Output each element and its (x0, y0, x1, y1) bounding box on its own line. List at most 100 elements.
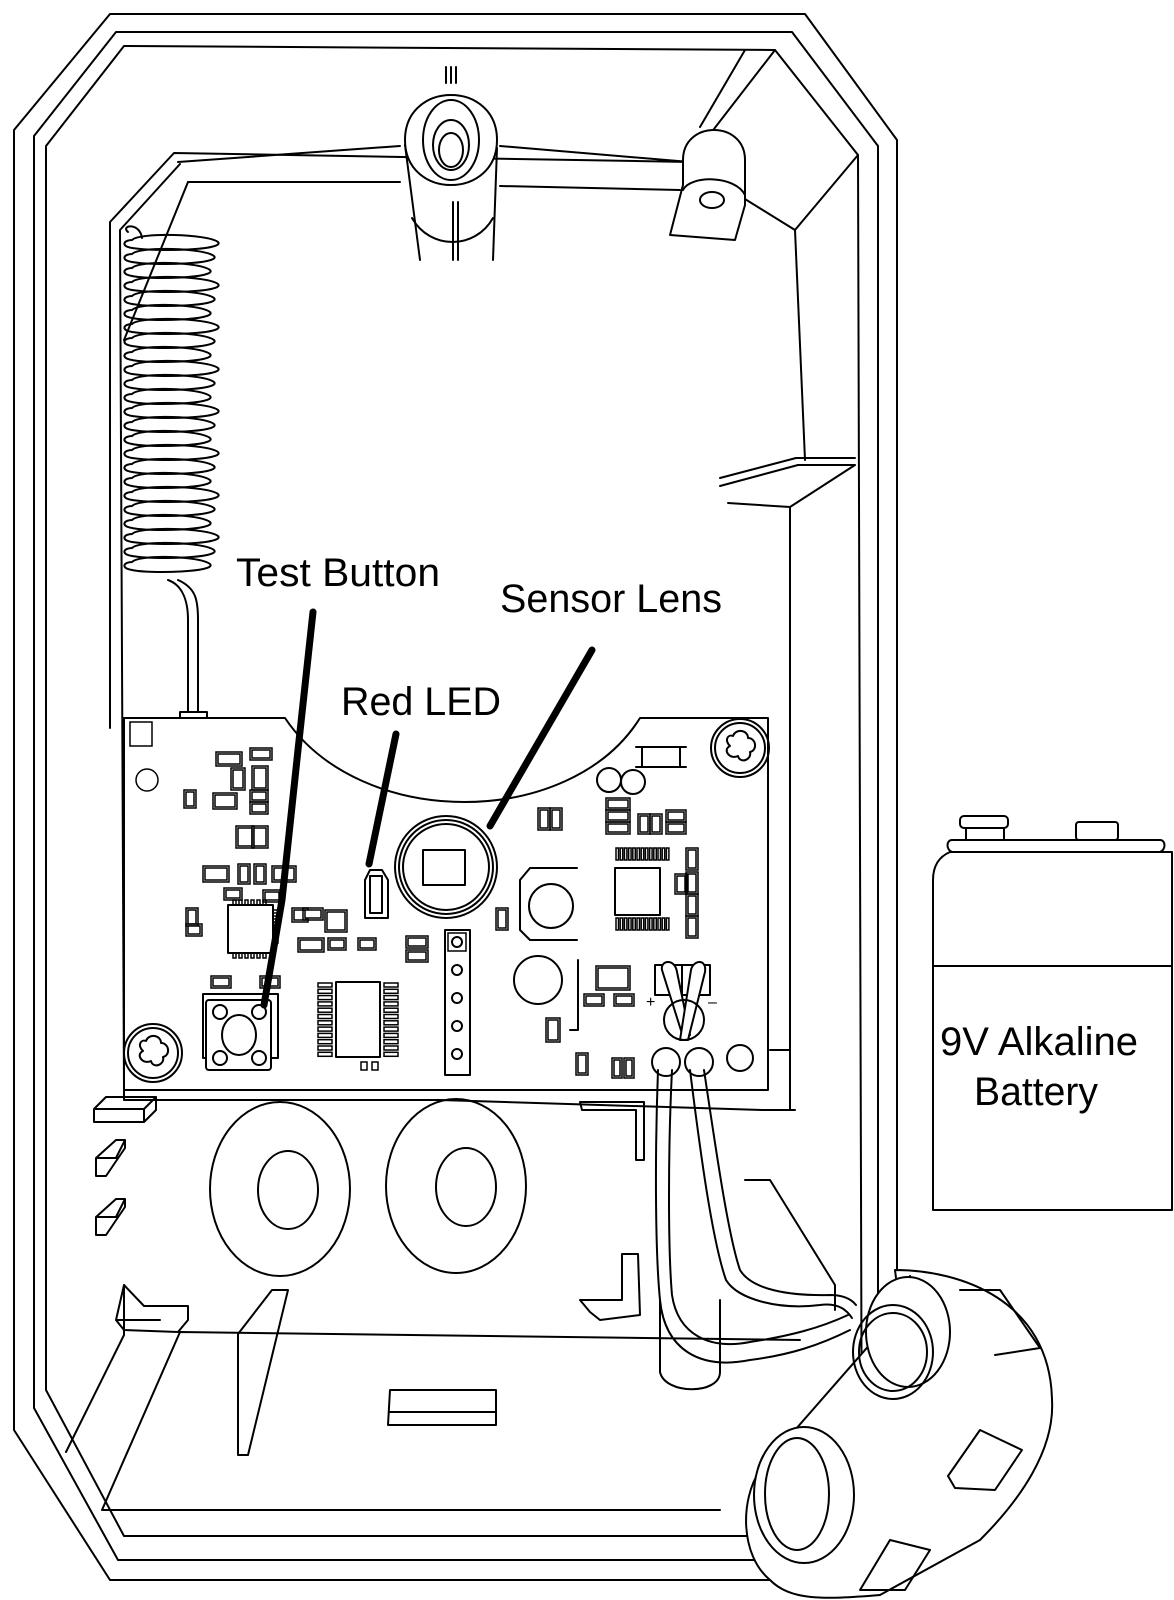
ic-pin (317, 994, 333, 1001)
leader-red-led (365, 730, 400, 868)
smd-pad (297, 937, 325, 953)
antenna-coil-loop (123, 247, 216, 265)
ic-pin (256, 952, 261, 959)
antenna-coil-loop (123, 233, 220, 251)
ic-pin (383, 1038, 399, 1045)
leader-test-button (260, 608, 317, 1009)
smd-component (212, 977, 230, 987)
smd-component (687, 873, 697, 893)
ic-pin (383, 982, 399, 988)
smd-component (185, 791, 195, 807)
smd-component (577, 1054, 587, 1074)
ic-pin (644, 847, 649, 861)
ic-pin (383, 1020, 399, 1026)
leader-lines (260, 608, 596, 1009)
smd-pad (251, 825, 269, 849)
smd-component (253, 827, 267, 847)
smd-component (214, 794, 236, 808)
red-led (364, 869, 389, 919)
smd-pad (685, 915, 699, 939)
smd-component (625, 1059, 633, 1077)
crystal (635, 746, 687, 768)
antenna-coil-loop (123, 373, 216, 391)
smd-pad (549, 807, 563, 831)
antenna-coil-loop (123, 345, 212, 363)
clip-bottom-center (387, 1389, 497, 1426)
ic-pin (657, 917, 662, 931)
terminal-positive-sign: + (646, 994, 655, 1011)
screw-bottom-left (123, 1023, 183, 1083)
smd-pad (249, 747, 273, 761)
antenna-coil-loop (123, 471, 212, 489)
smd-component (597, 967, 629, 989)
smd-component (615, 995, 633, 1005)
smd-component (359, 939, 375, 949)
capacitors (513, 767, 646, 1031)
test-button-component (202, 993, 279, 1071)
ic-pin (636, 917, 641, 931)
ic-pin (317, 1051, 333, 1058)
smd-pad (495, 907, 509, 931)
smd-component (585, 995, 603, 1005)
ic-pin (383, 1026, 399, 1032)
smd-component (607, 811, 629, 821)
smd-pad (215, 751, 243, 767)
smd-component (187, 925, 201, 935)
smd-pad (405, 935, 429, 949)
smd-component (225, 889, 241, 899)
ic-pin (317, 1032, 333, 1039)
antenna-coil-loop (123, 485, 220, 503)
speaker-mount-right (385, 1098, 527, 1274)
ic-pin (383, 988, 399, 995)
smd-pad (649, 813, 663, 835)
ic-pin (627, 917, 632, 931)
antenna-coil-loop (123, 527, 220, 545)
smd-component (607, 823, 629, 833)
ic-pin (317, 1038, 333, 1045)
smd-pad (605, 821, 631, 835)
ic-pin (648, 917, 653, 931)
smd-component (251, 749, 271, 759)
smd-pad (327, 937, 347, 951)
smd-pad (623, 1057, 635, 1079)
smd-pad (302, 907, 324, 921)
antenna-coil-loop (123, 541, 216, 559)
ic-pin (640, 917, 645, 931)
label-battery-line1: 9V Alkaline (940, 1020, 1138, 1064)
smd-component (251, 803, 267, 813)
antenna-coil-loop (123, 457, 216, 475)
ic-pin (657, 847, 662, 861)
smd-component (547, 1019, 559, 1041)
smd-component (237, 827, 253, 847)
smd-pad (613, 993, 635, 1007)
screw-top-right (710, 718, 770, 778)
enclosure-inner-wall (45, 45, 863, 1537)
ic-pin (317, 1001, 333, 1007)
ic-pin (619, 847, 624, 861)
ic-pin (383, 1007, 399, 1013)
ic-pin (383, 1032, 399, 1039)
smd-component (217, 753, 241, 765)
antenna-coil-loop (123, 317, 220, 335)
antenna-coil-loop (123, 415, 216, 433)
smd-component (687, 849, 697, 869)
smd-pad (237, 863, 251, 885)
battery-snap-clip (745, 1269, 1054, 1599)
antenna-coil-loop (123, 261, 212, 279)
ic-pin (232, 952, 237, 959)
smd-component (326, 911, 346, 931)
smd-pad (202, 865, 230, 883)
smd-component (651, 815, 661, 833)
pcb-outline (123, 717, 769, 1091)
clip-l-bracket (579, 1101, 645, 1161)
ic-pin (317, 988, 333, 995)
ic-pin (317, 1020, 333, 1026)
smd-component (551, 809, 561, 829)
ic-pin (665, 917, 670, 931)
ic-pin (623, 917, 628, 931)
antenna-coil-loop (123, 443, 220, 461)
smd-pad (183, 789, 197, 809)
smd-component (613, 1059, 621, 1077)
smd-pad (575, 1052, 589, 1076)
